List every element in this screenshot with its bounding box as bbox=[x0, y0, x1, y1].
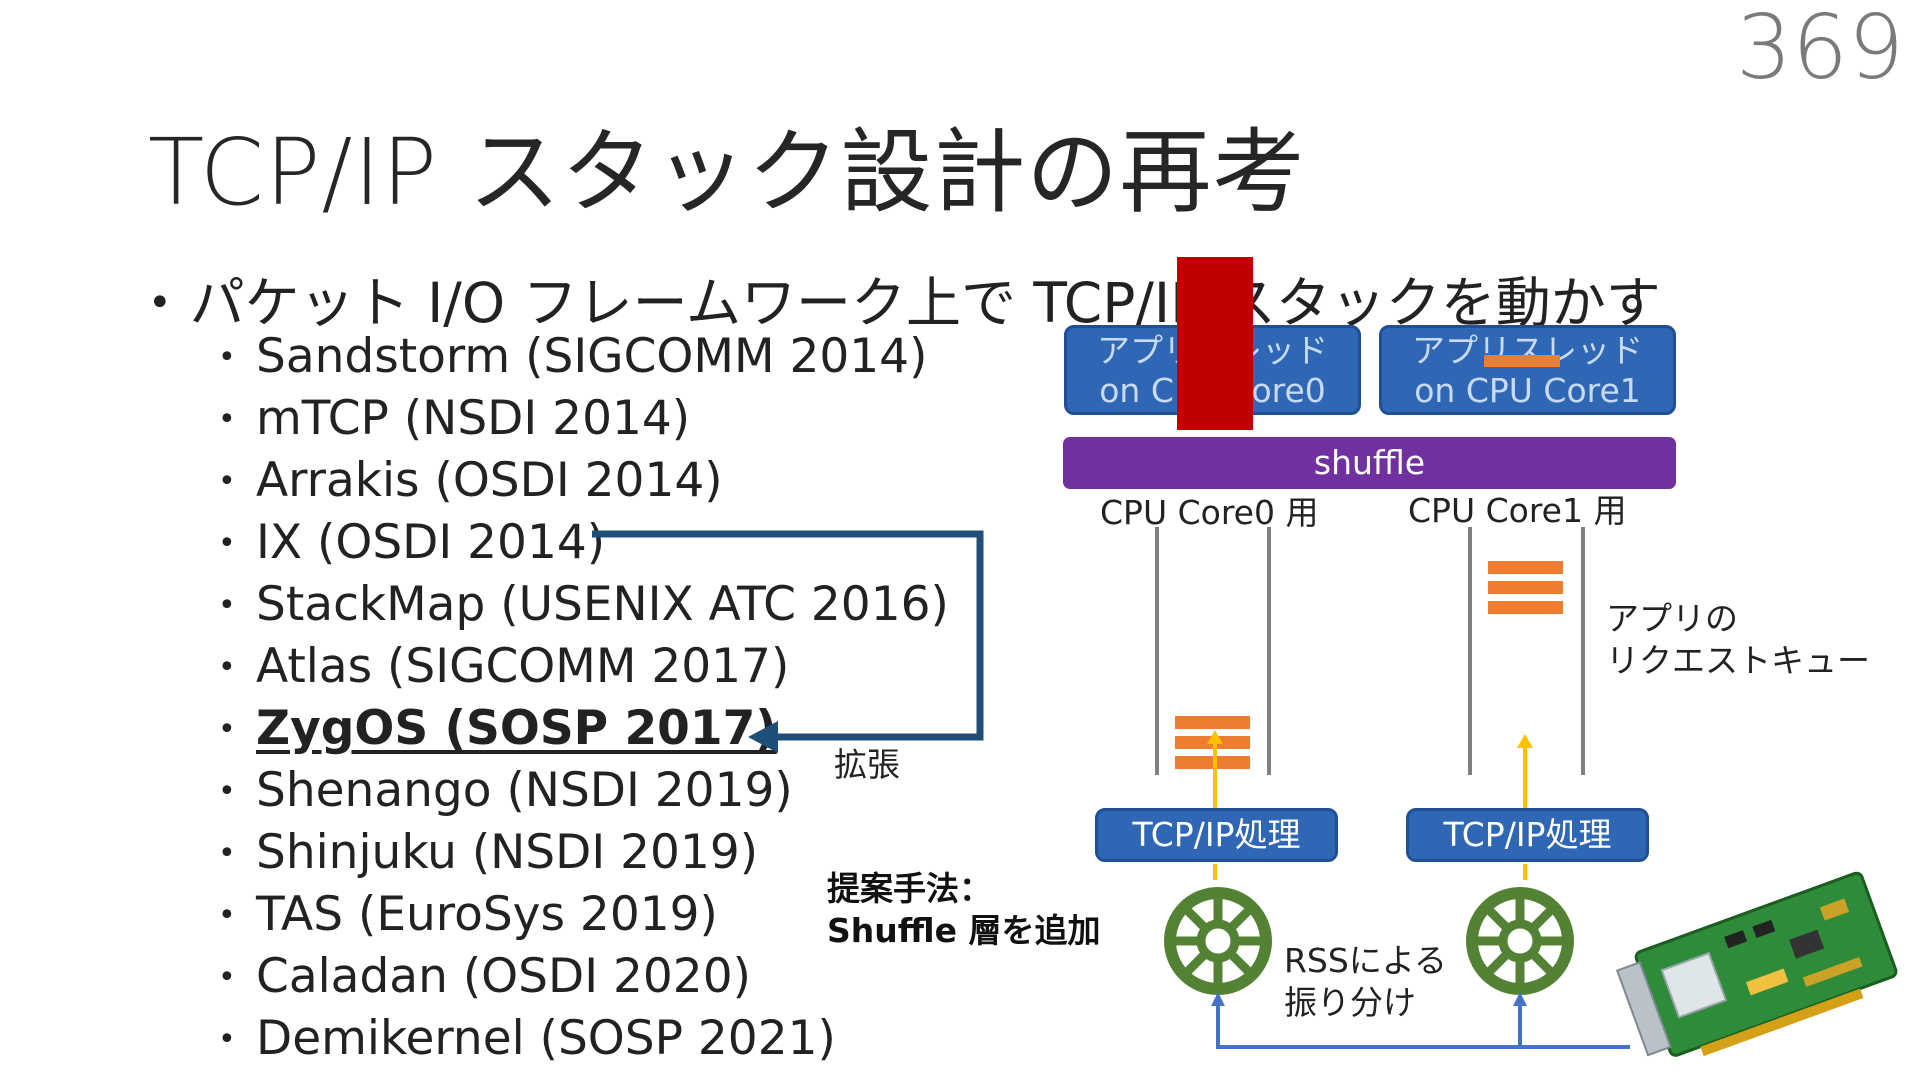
main-bullet-text: パケット I/O フレームワーク上で TCP/IP スタックを動かす bbox=[189, 271, 1661, 335]
nic-feed-line bbox=[1216, 1005, 1630, 1049]
page-number: 369 bbox=[1736, 0, 1904, 99]
system-item: •StackMap (USENIX ATC 2016) bbox=[218, 577, 949, 632]
app-thread-core1-box: アプリスレッド on CPU Core1 bbox=[1379, 325, 1676, 415]
system-item: •Shenango (NSDI 2019) bbox=[218, 763, 793, 818]
page-title: TCP/IP スタック設計の再考 bbox=[148, 119, 1306, 226]
queue-item bbox=[1175, 716, 1250, 729]
system-item-highlighted: •ZygOS (SOSP 2017) bbox=[218, 701, 777, 756]
main-bullet: • パケット I/O フレームワーク上で TCP/IP スタックを動かす bbox=[148, 258, 1661, 338]
queue-item bbox=[1488, 581, 1563, 594]
system-item: •IX (OSDI 2014) bbox=[218, 515, 606, 570]
system-item: •Sandstorm (SIGCOMM 2014) bbox=[218, 329, 928, 384]
core1-label: CPU Core1 用 bbox=[1408, 491, 1627, 530]
bullet-dot: • bbox=[148, 280, 172, 326]
system-item: •Arrakis (OSDI 2014) bbox=[218, 453, 723, 508]
strike-mark bbox=[1484, 355, 1560, 367]
proposal-label: 提案手法： Shuffle 層を追加 bbox=[827, 869, 1101, 950]
system-list: •Sandstorm (SIGCOMM 2014) •mTCP (NSDI 20… bbox=[218, 326, 949, 1070]
tcp-processing-core1: TCP/IP処理 bbox=[1406, 808, 1649, 862]
core0-label: CPU Core0 用 bbox=[1100, 493, 1319, 532]
shuffle-layer: shuffle bbox=[1063, 437, 1676, 489]
queue-item bbox=[1488, 601, 1563, 614]
rss-wheel-icon bbox=[1164, 887, 1272, 995]
system-item: •mTCP (NSDI 2014) bbox=[218, 391, 691, 446]
nic-card-icon bbox=[1615, 871, 1898, 1057]
tcp-processing-core0: TCP/IP処理 bbox=[1095, 808, 1338, 862]
queue-item bbox=[1175, 756, 1250, 769]
extension-label: 拡張 bbox=[834, 745, 900, 784]
queue-label: アプリの リクエストキュー bbox=[1606, 599, 1870, 680]
system-item: •Caladan (OSDI 2020) bbox=[218, 949, 751, 1004]
system-item: •Shinjuku (NSDI 2019) bbox=[218, 825, 759, 880]
system-item: •TAS (EuroSys 2019) bbox=[218, 887, 718, 942]
extension-arrow bbox=[592, 530, 984, 741]
system-item: •Demikernel (SOSP 2021) bbox=[218, 1011, 836, 1066]
redaction-block bbox=[1177, 257, 1253, 430]
system-item: •Atlas (SIGCOMM 2017) bbox=[218, 639, 790, 694]
rss-wheel-icon bbox=[1466, 887, 1574, 995]
rss-label: RSSによる 振り分け bbox=[1284, 941, 1447, 1022]
extension-arrow-head bbox=[748, 721, 778, 753]
queue-item bbox=[1488, 561, 1563, 574]
